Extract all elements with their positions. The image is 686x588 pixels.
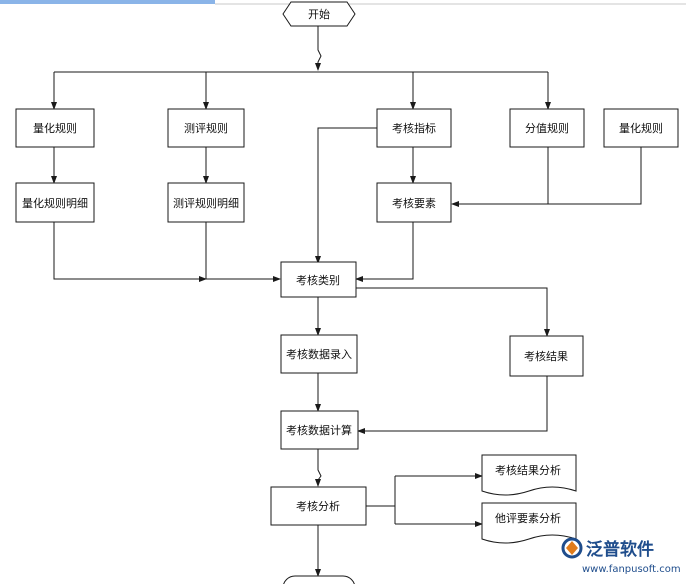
connectors <box>51 26 642 577</box>
connector-start-bar <box>315 26 322 71</box>
end-node <box>282 575 356 588</box>
top-bar-accent <box>0 0 215 4</box>
connector-calc-analysis <box>315 449 322 487</box>
connector-result-calc <box>357 376 548 434</box>
node-lh-detail-label: 量化规则明细 <box>22 196 88 210</box>
node-cp-detail-label: 测评规则明细 <box>173 196 239 210</box>
node-indicator: 考核指标 <box>376 108 452 148</box>
node-calc: 考核数据计算 <box>280 410 359 450</box>
node-cp-detail: 测评规则明细 <box>167 182 245 223</box>
connector-element-category <box>355 222 414 282</box>
node-category-label: 考核类别 <box>296 273 340 287</box>
connector-cp-detail-category <box>205 222 281 282</box>
node-analysis-label: 考核分析 <box>296 499 340 513</box>
node-result-analysis: 考核结果分析 <box>481 454 577 496</box>
node-data-entry-label: 考核数据录入 <box>286 347 352 361</box>
watermark-brand: 泛普软件 <box>586 539 654 560</box>
start-node: 开始 <box>282 1 356 27</box>
watermark: 泛普软件 www.fanpusoft.com <box>561 537 681 575</box>
node-lh-rule-2: 量化规则 <box>603 108 679 148</box>
node-cp-rule-label: 测评规则 <box>184 121 228 135</box>
connector-lh-detail-merge <box>53 222 207 282</box>
node-indicator-label: 考核指标 <box>392 121 436 135</box>
node-lh-rule-2-label: 量化规则 <box>619 121 663 135</box>
node-result-analysis-label: 考核结果分析 <box>495 463 561 477</box>
node-lh-rule-label: 量化规则 <box>33 121 77 135</box>
node-peer-analysis-label: 他评要素分析 <box>495 511 561 525</box>
node-score-rule: 分值规则 <box>509 108 585 148</box>
connector-category-result <box>356 287 550 337</box>
node-result: 考核结果 <box>509 335 584 377</box>
node-peer-analysis: 他评要素分析 <box>481 502 577 544</box>
node-cp-rule: 测评规则 <box>167 108 245 148</box>
connector-indicator-category <box>315 127 377 264</box>
node-score-rule-label: 分值规则 <box>525 121 569 135</box>
node-result-label: 考核结果 <box>524 349 568 363</box>
node-lh-detail: 量化规则明细 <box>15 182 95 223</box>
node-analysis: 考核分析 <box>270 486 367 526</box>
watermark-url: www.fanpusoft.com <box>582 564 681 575</box>
node-category: 考核类别 <box>280 261 357 298</box>
node-element: 考核要素 <box>376 182 452 223</box>
start-label: 开始 <box>308 7 330 21</box>
node-calc-label: 考核数据计算 <box>286 423 352 437</box>
brand-logo-icon <box>561 537 583 559</box>
connector-lh-rule2-element <box>451 147 642 207</box>
node-data-entry: 考核数据录入 <box>280 334 358 374</box>
node-lh-rule: 量化规则 <box>15 108 95 148</box>
node-element-label: 考核要素 <box>392 196 436 210</box>
